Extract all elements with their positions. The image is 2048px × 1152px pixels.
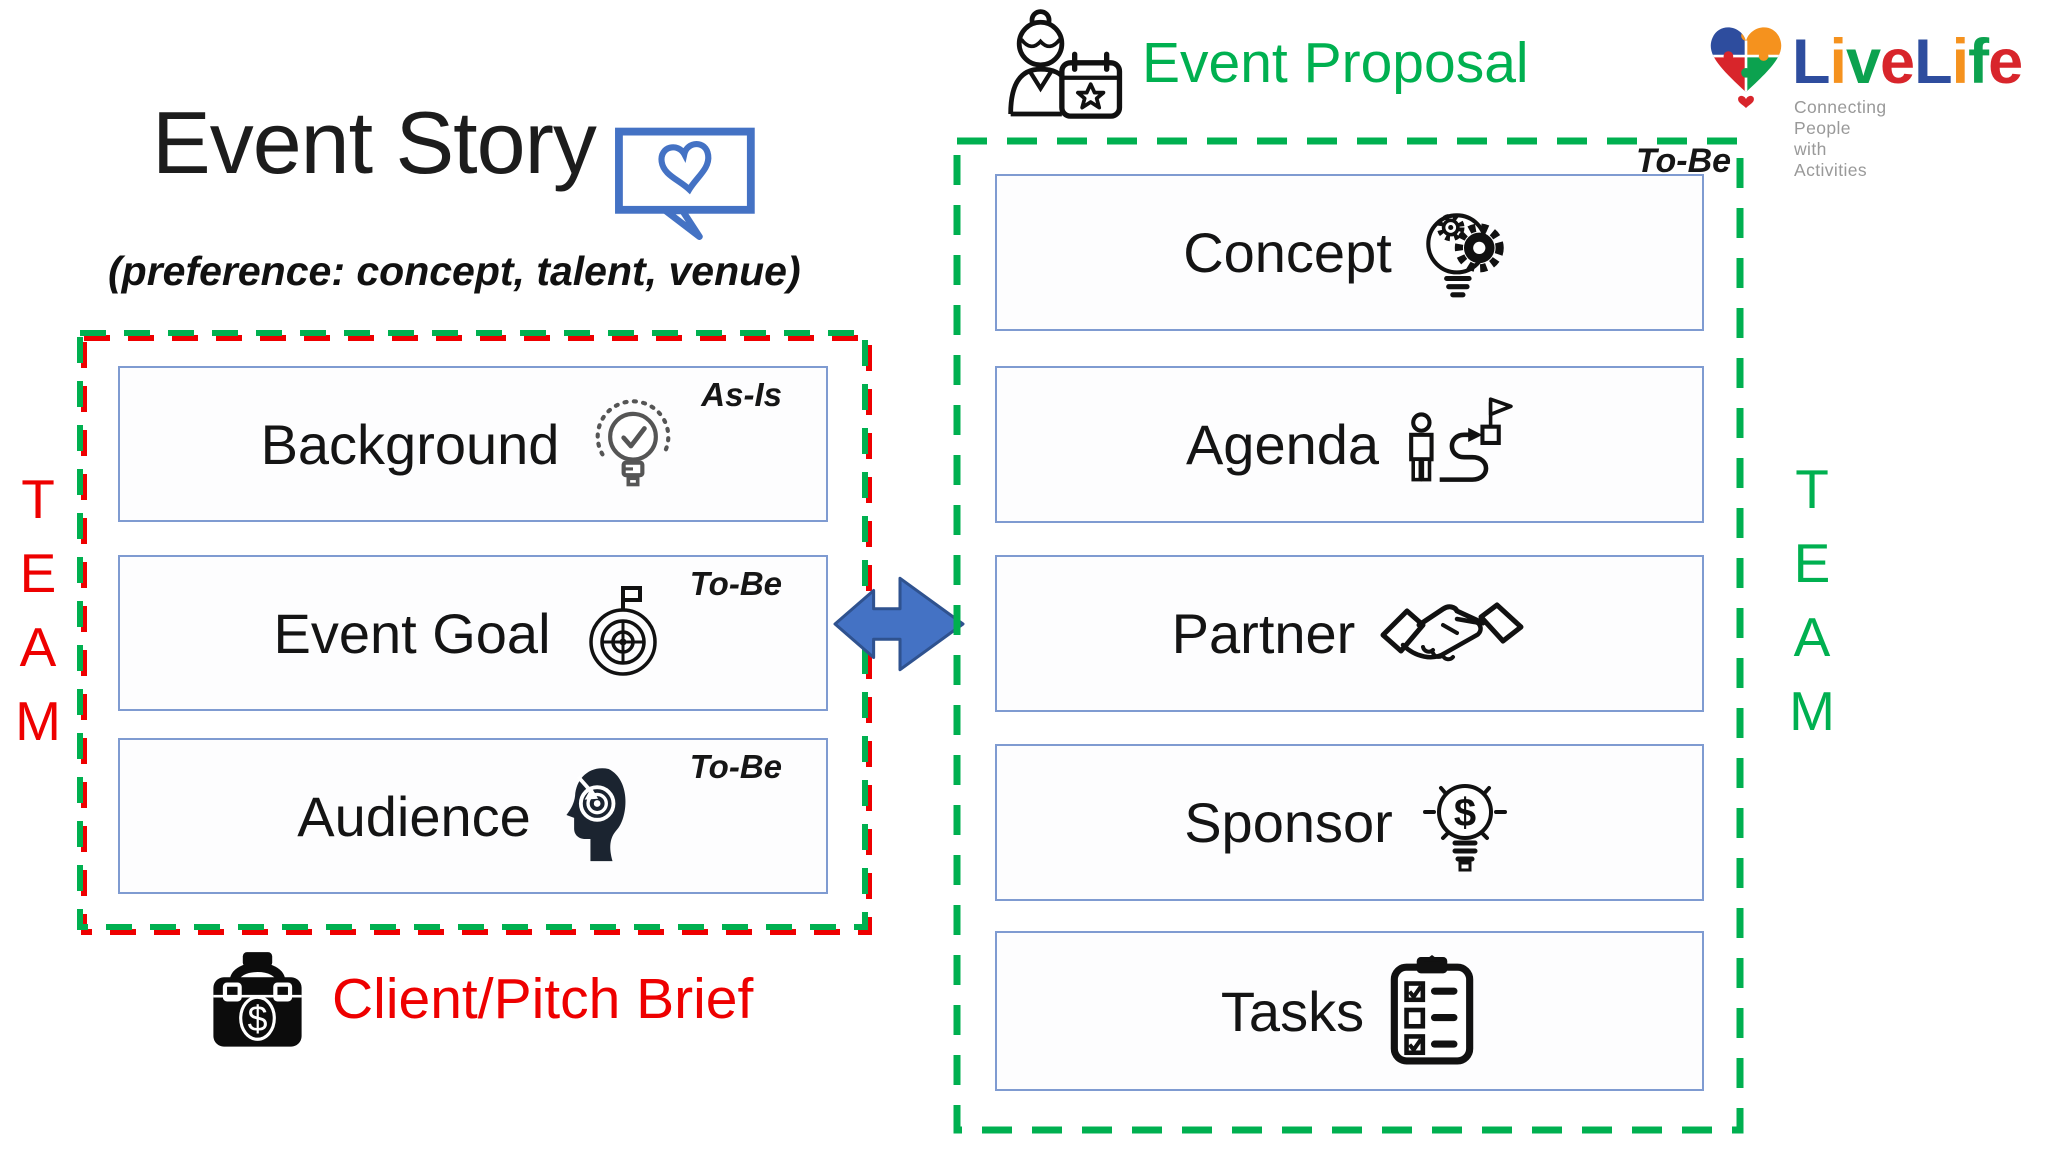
handshake-icon [1380,602,1524,661]
box-partner: Partner [995,555,1704,712]
box-event-goal: To-Be Event Goal [118,555,828,711]
brand-letter: f [1968,27,1989,97]
subtitle: (preference: concept, talent, venue) [108,248,801,294]
brand-tagline: Connecting People with Activities [1794,97,1887,180]
box-label: Tasks [1220,979,1365,1043]
briefcase-dollar-icon: $ [213,952,302,1047]
to-be-tag: To-Be [1636,142,1732,180]
box-label: Event Goal [273,601,551,665]
box-tasks: Tasks [995,931,1704,1091]
box-sponsor: Sponsor $ [995,744,1704,901]
svg-text:$: $ [248,999,268,1039]
brand-letter: e [1880,27,1915,97]
brand-letter: i [1951,27,1969,97]
box-label: Audience [297,784,531,848]
bulb-check-icon [596,399,671,487]
team-label-left: TEAM [15,468,61,752]
state-tag: To-Be [689,565,782,602]
target-flag-icon [588,586,657,676]
person-path-flag-icon [1409,396,1513,482]
team-label-right: TEAM [1789,458,1835,742]
box-concept: Concept [995,174,1704,331]
speech-bubble-heart-icon [615,127,755,240]
right-title: Event Proposal [1142,31,1529,95]
brand-letter: e [1988,27,2023,97]
brand-letter: v [1846,27,1881,97]
brand-name: LiveLife [1792,26,2023,98]
box-audience: To-Be Audience [118,738,828,894]
brand-letter: i [1829,27,1846,97]
bulb-dollar-icon: $ [1422,783,1507,871]
left-right-arrow-icon [833,576,965,672]
head-target-icon [566,768,626,862]
brand-letter: L [1792,27,1830,97]
box-label: Partner [1171,602,1356,665]
box-agenda: Agenda [995,366,1704,523]
heart-puzzle-icon [1710,27,1782,108]
state-tag: As-Is [701,376,782,413]
page-title: Event Story [152,93,597,192]
right-dashed-frame [953,137,1744,1134]
person-calendar-icon [1008,9,1123,119]
svg-text:$: $ [1454,791,1476,835]
box-label: Agenda [1185,413,1380,476]
box-background: As-Is Background [118,366,828,522]
bulb-gears-icon [1426,212,1504,297]
clipboard-checklist-icon [1390,955,1474,1065]
box-label: Concept [1183,221,1392,284]
box-label: Sponsor [1184,791,1393,854]
state-tag: To-Be [689,748,782,785]
brand-letter: L [1914,27,1952,97]
box-label: Background [260,412,560,476]
client-brief-label: Client/Pitch Brief [332,967,754,1031]
